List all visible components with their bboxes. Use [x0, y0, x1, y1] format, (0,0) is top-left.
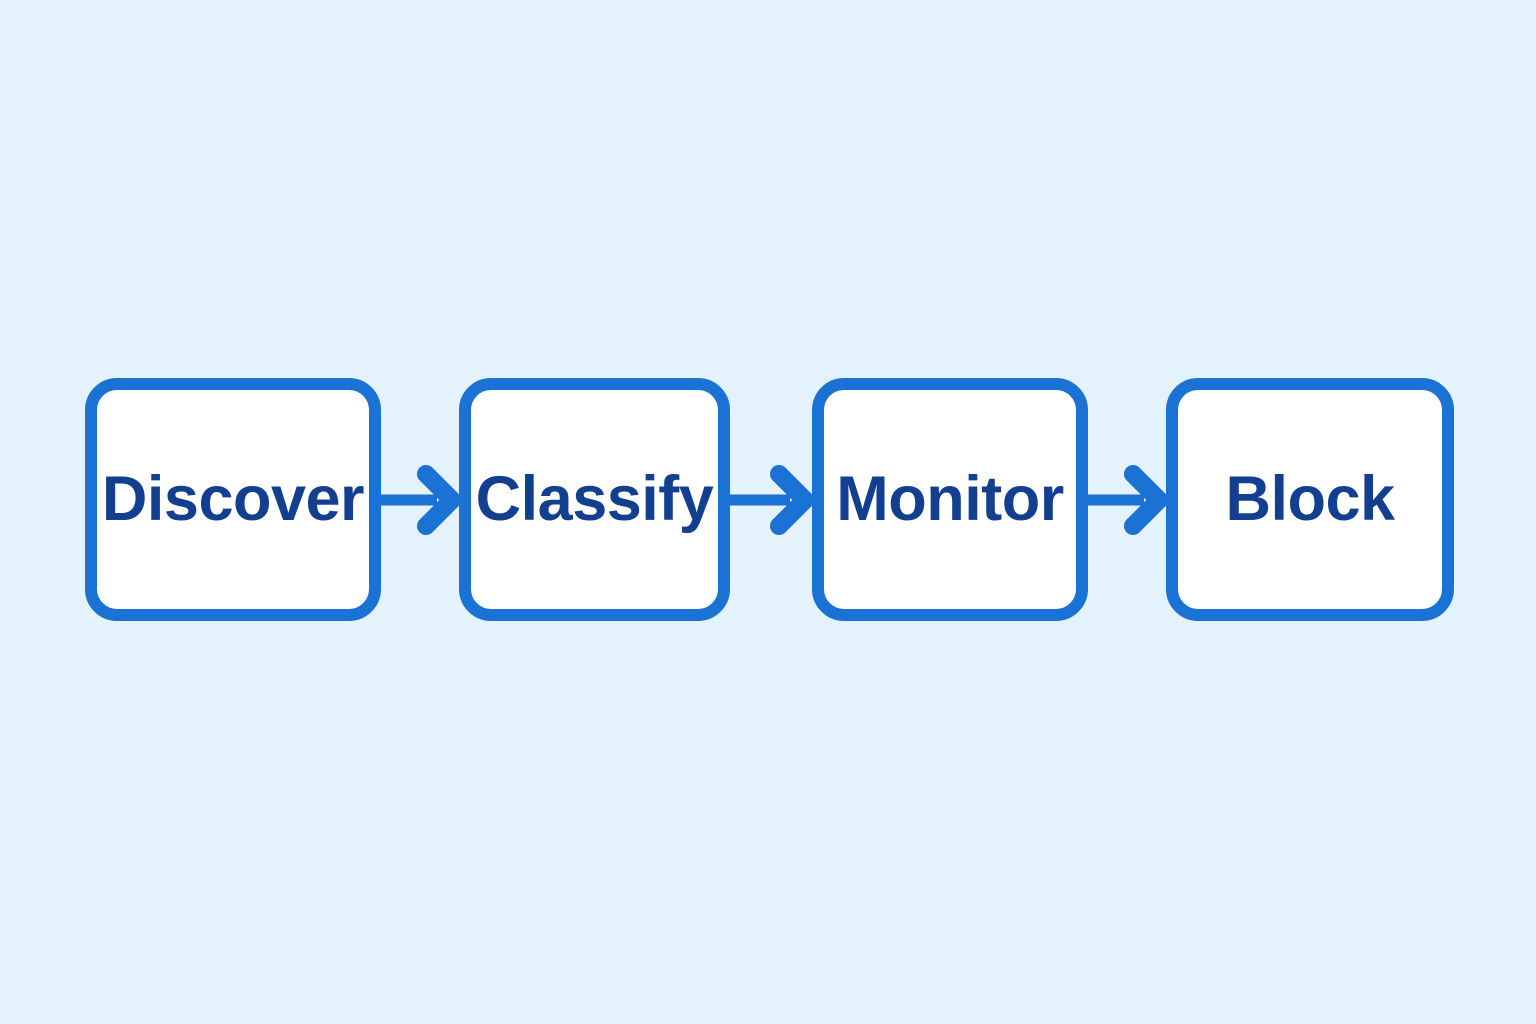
- flow-step-label: Block: [1225, 464, 1395, 534]
- flow-step-label: Classify: [475, 464, 714, 534]
- arrow-right-icon: [730, 464, 814, 535]
- arrow-monitor-block: [1088, 378, 1168, 621]
- flow-step-label: Discover: [101, 464, 365, 534]
- arrow-discover-classify: [381, 378, 461, 621]
- arrow-classify-monitor: [730, 378, 814, 621]
- flow-step-label: Monitor: [836, 464, 1064, 534]
- flow-step-discover[interactable]: Discover: [85, 378, 381, 621]
- process-flow: Discover Classify Monitor: [85, 378, 1454, 621]
- flow-step-classify[interactable]: Classify: [459, 378, 730, 621]
- flow-step-block[interactable]: Block: [1166, 378, 1454, 621]
- arrow-right-icon: [1088, 464, 1168, 535]
- arrow-right-icon: [381, 464, 461, 535]
- flow-step-monitor[interactable]: Monitor: [812, 378, 1088, 621]
